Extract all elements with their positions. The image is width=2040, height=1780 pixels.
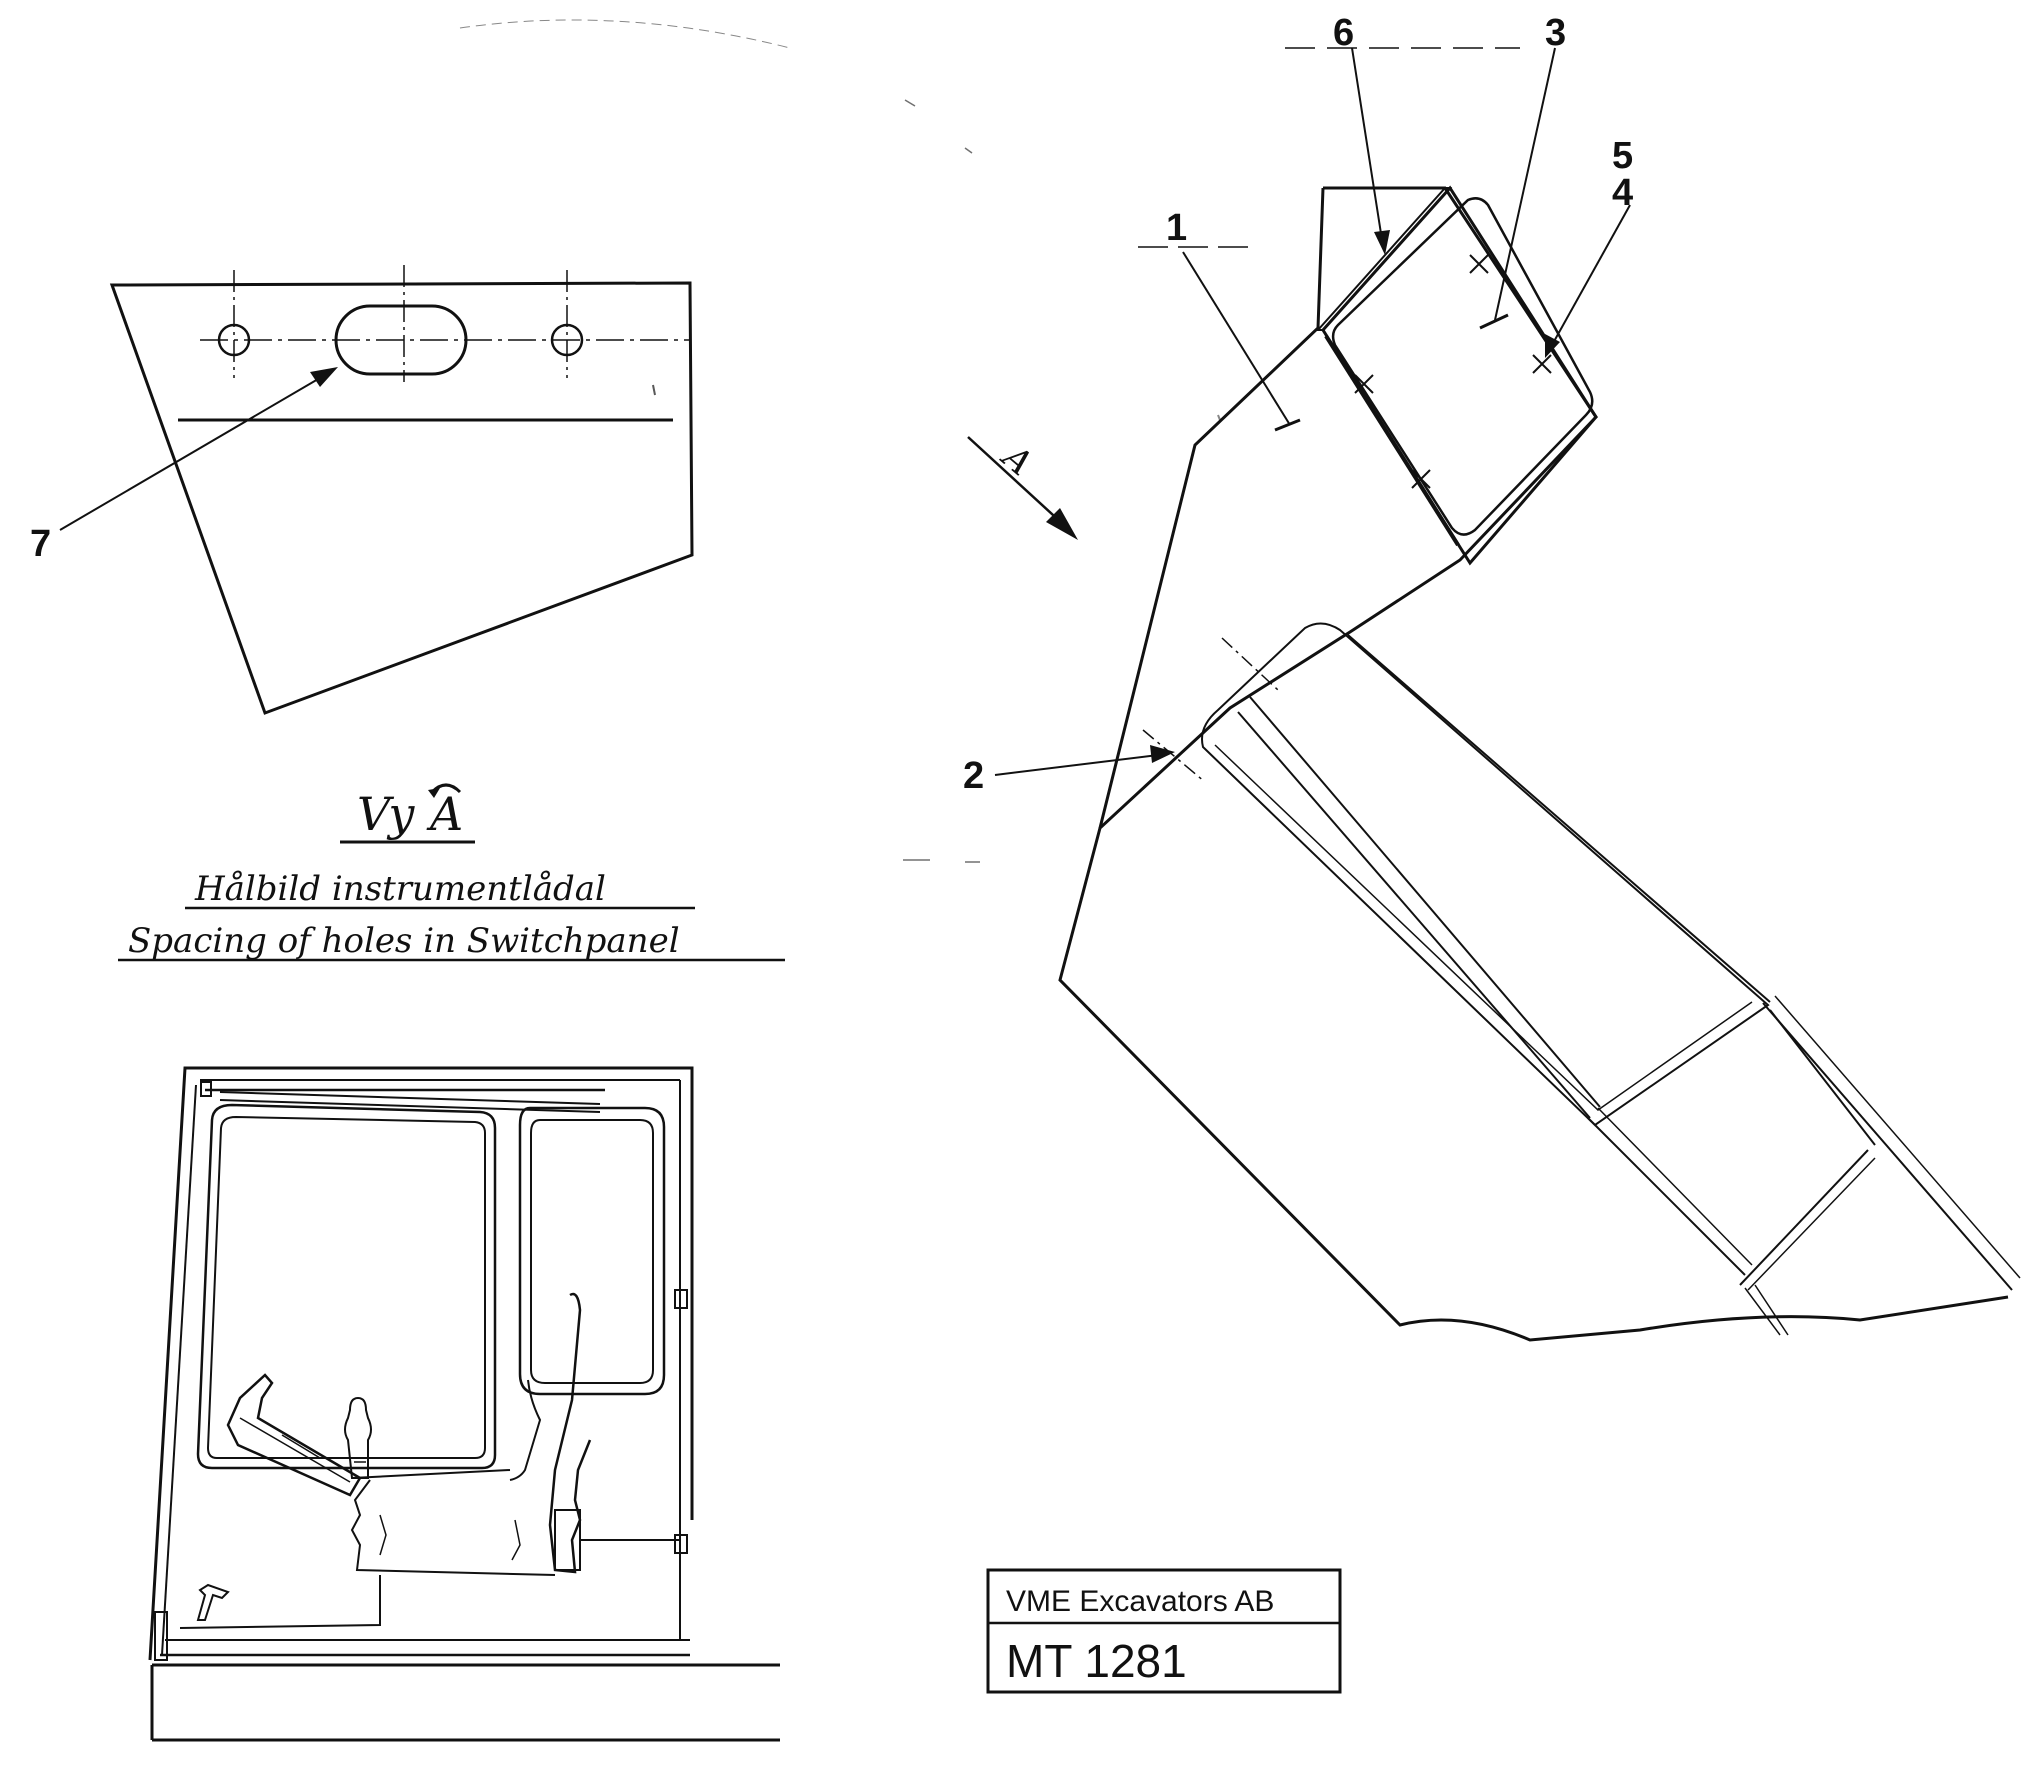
svg-text:6: 6 [1333,12,1354,54]
callout-1: 1 [1138,207,1301,432]
operator-seat [350,1292,680,1576]
svg-text:Vy: Vy [357,787,415,841]
side-panel [1201,622,2021,1336]
svg-text:1: 1 [1166,207,1187,249]
svg-text:3: 3 [1545,12,1566,54]
view-label: Vy A [340,783,475,844]
mounting-hole-right [550,270,584,378]
switch-panel-view: 7 [30,265,694,715]
caption: Hålbild instrumentlådal Spacing of holes… [118,869,785,962]
title-block: VME Excavators AB MT 1281 [986,1568,1342,1694]
callout-7: 7 [30,367,338,565]
callout-6: 6 [1333,12,1390,255]
svg-text:7: 7 [30,523,51,565]
drawing-number: MT 1281 [1006,1635,1187,1687]
svg-text:2: 2 [963,755,984,797]
mounting-hole-left [217,270,251,378]
svg-text:Hålbild instrumentlådal: Hålbild instrumentlådal [194,869,606,909]
joystick [344,1396,372,1479]
cab-side-view [148,1066,780,1742]
foot-pedal [196,1583,230,1621]
cab-front-window [196,1103,497,1470]
callout-4: 4 [1545,172,1633,358]
switch-panel-box [1315,185,1598,566]
cab-door-window [518,1106,666,1396]
control-lever-box [226,1373,362,1497]
switch-slot [334,265,468,382]
console-detail: 1 2 3 6 5 4 [963,12,2021,1342]
callout-5: 5 [1612,135,1633,177]
svg-text:5: 5 [1612,135,1633,177]
svg-text:4: 4 [1612,172,1633,214]
svg-text:A: A [426,787,463,841]
company-name: VME Excavators AB [1006,1585,1274,1618]
callout-2: 2 [963,745,1175,797]
svg-text:A: A [993,436,1040,484]
view-a-arrow: A [967,436,1078,540]
callout-3: 3 [1285,12,1566,330]
svg-text:Spacing of holes in Switchpane: Spacing of holes in Switchpanel [128,921,680,961]
